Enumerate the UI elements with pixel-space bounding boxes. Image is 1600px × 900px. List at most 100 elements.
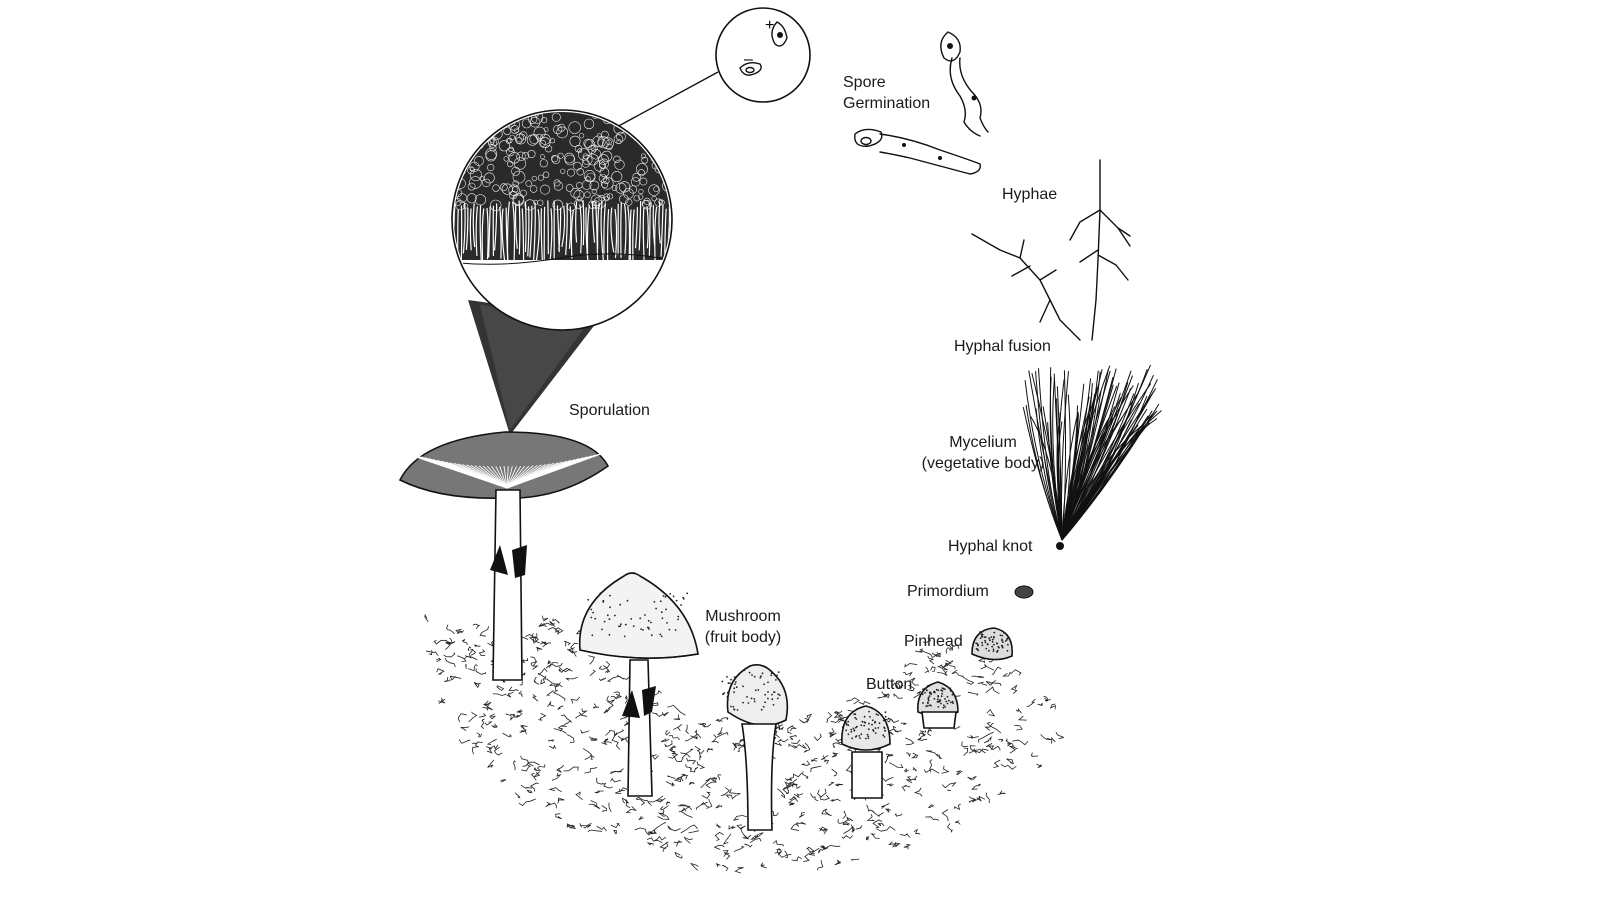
substrate-scribble — [905, 738, 913, 745]
substrate-scribble — [550, 622, 555, 627]
cap-stipple-dot — [872, 719, 874, 721]
substrate-scribble — [547, 691, 553, 696]
substrate-scribble — [597, 778, 603, 785]
substrate-scribble — [549, 740, 554, 741]
substrate-scribble — [576, 792, 583, 800]
substrate-scribble — [481, 719, 484, 729]
label-hyphal-knot: Hyphal knot — [948, 536, 1033, 557]
substrate-scribble — [531, 657, 537, 667]
cap-stipple-dot — [993, 644, 995, 646]
cap-stipple-dot — [673, 596, 675, 598]
substrate-scribble — [942, 810, 948, 822]
substrate-scribble — [583, 748, 591, 759]
substrate-scribble — [561, 715, 571, 721]
cap-stipple-dot — [879, 722, 881, 724]
substrate-scribble — [515, 793, 519, 798]
substrate-scribble — [662, 712, 668, 716]
substrate-scribble — [635, 828, 648, 834]
substrate-scribble — [476, 669, 486, 675]
substrate-scribble — [674, 715, 680, 720]
cap-stipple-dot — [591, 634, 593, 636]
substrate-scribble — [887, 719, 899, 723]
cap-stipple-dot — [620, 623, 622, 625]
substrate-scribble — [956, 771, 962, 775]
cap-stipple-dot — [981, 632, 983, 634]
cap-stipple-dot — [666, 622, 668, 624]
cap-stipple-dot — [721, 681, 723, 683]
cap-stipple-dot — [730, 679, 732, 681]
substrate-scribble — [588, 656, 594, 665]
cap-stipple-dot — [850, 731, 852, 733]
substrate-scribble — [1038, 703, 1043, 705]
cap-stipple-dot — [722, 693, 724, 695]
cap-stipple-dot — [868, 737, 870, 739]
cap-stipple-dot — [876, 713, 878, 715]
substrate-scribble — [830, 799, 840, 801]
cap-stipple-dot — [733, 709, 735, 711]
cap-stipple-dot — [925, 705, 927, 707]
cap-stipple-dot — [937, 706, 939, 708]
cap-stipple-dot — [609, 595, 611, 597]
gill-cell — [639, 120, 650, 131]
substrate-scribble — [538, 764, 545, 769]
cap-stipple-dot — [845, 730, 847, 732]
substrate-scribble — [611, 824, 620, 828]
label-vegetative-body-line2: (vegetative body) — [908, 453, 1058, 474]
substrate-scribble — [651, 755, 658, 759]
mushroom-fruit-body — [580, 573, 698, 796]
substrate-scribble — [887, 784, 893, 786]
substrate-scribble — [702, 792, 710, 798]
gill-cell — [658, 114, 665, 121]
cap-stipple-dot — [856, 735, 858, 737]
substrate-scribble — [820, 795, 829, 800]
substrate-scribble — [618, 675, 630, 679]
cap-stipple-dot — [754, 701, 756, 703]
cap-stipple-dot — [877, 714, 879, 716]
cap-stipple-dot — [847, 721, 849, 723]
gill-cell — [493, 113, 502, 122]
cap-stipple-dot — [847, 724, 849, 726]
substrate-scribble — [546, 802, 550, 806]
cap-stipple-dot — [609, 618, 611, 620]
substrate-scribble — [962, 742, 968, 747]
cap-stipple-dot — [926, 690, 928, 692]
cap-stipple-dot — [590, 609, 592, 611]
substrate-scribble — [718, 775, 721, 780]
substrate-scribble — [591, 756, 595, 760]
cap-stipple-dot — [775, 679, 777, 681]
substrate-scribble — [834, 711, 842, 713]
cap-stipple-dot — [1002, 641, 1004, 643]
cap-stipple-dot — [950, 690, 952, 692]
cap-stipple-dot — [1007, 638, 1009, 640]
cap-stipple-dot — [848, 733, 850, 735]
substrate-scribble — [724, 853, 730, 860]
substrate-scribble — [791, 740, 800, 744]
gill-cell — [453, 130, 464, 141]
substrate-scribble — [697, 762, 704, 769]
substrate-scribble — [925, 817, 939, 820]
substrate-scribble — [666, 802, 669, 805]
cap-stipple-dot — [846, 724, 848, 726]
cap-stipple-dot — [677, 616, 679, 618]
substrate-scribble — [964, 748, 968, 756]
cap-stipple-dot — [730, 706, 732, 708]
cap-stipple-dot — [625, 624, 627, 626]
gill-cell — [472, 127, 480, 135]
cap-stipple-dot — [997, 646, 999, 648]
substrate-scribble — [465, 650, 473, 658]
gill-cell — [468, 124, 472, 128]
substrate-scribble — [901, 723, 906, 725]
cap-stipple-dot — [977, 649, 979, 651]
substrate-scribble — [550, 788, 562, 792]
substrate-scribble — [527, 790, 533, 793]
cap-stipple-dot — [884, 730, 886, 732]
substrate-scribble — [552, 773, 560, 781]
substrate-scribble — [603, 784, 613, 789]
cap-stipple-dot — [614, 615, 616, 617]
substrate-scribble — [793, 779, 801, 789]
substrate-scribble — [425, 615, 428, 622]
substrate-scribble — [730, 789, 740, 796]
cap-stipple-dot — [948, 700, 950, 702]
gill-cell — [651, 119, 659, 127]
label-mushroom-line1: Mushroom — [693, 606, 793, 627]
